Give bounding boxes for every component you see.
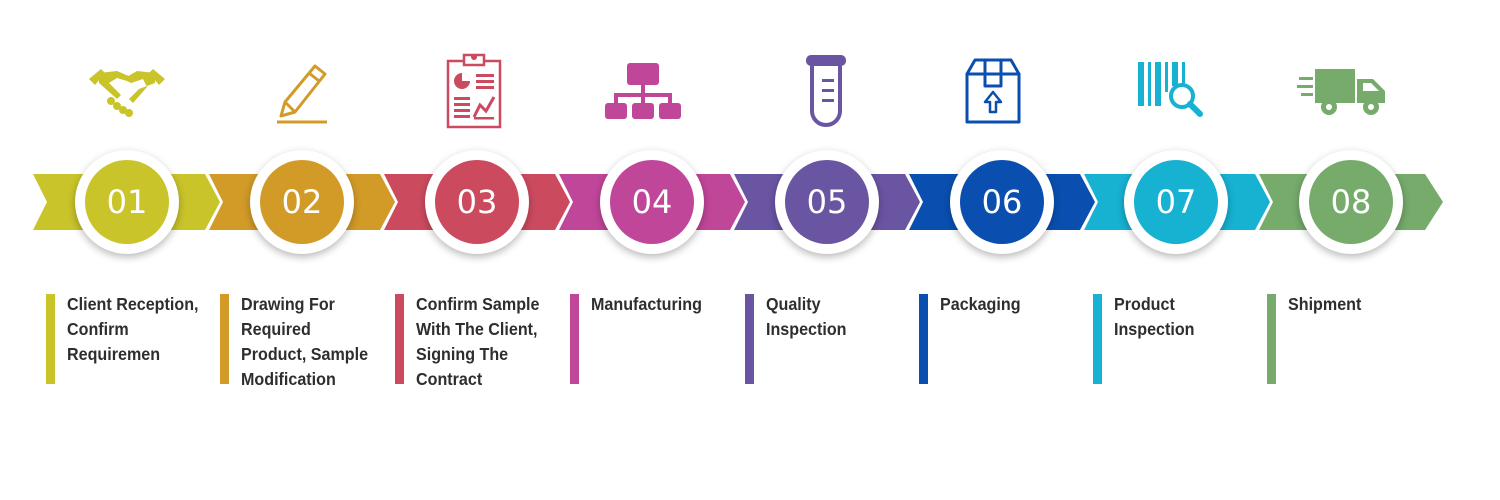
step-1-number: 01 — [85, 160, 169, 244]
step-5-label-block: Quality Inspection — [745, 292, 895, 384]
step-1-accent-bar — [46, 294, 55, 384]
step-3-badge: 03 — [425, 150, 529, 254]
step-8-accent-bar — [1267, 294, 1276, 384]
step-3-number: 03 — [435, 160, 519, 244]
test-tube-icon — [776, 48, 876, 134]
step-3-accent-bar — [395, 294, 404, 384]
package-box-icon — [943, 48, 1043, 134]
step-2-label-block: Drawing For Required Product, Sample Mod… — [220, 292, 370, 389]
step-7-badge: 07 — [1124, 150, 1228, 254]
delivery-truck-icon — [1293, 48, 1393, 134]
step-2-accent-bar — [220, 294, 229, 384]
step-4-accent-bar — [570, 294, 579, 384]
step-3-label-block: Confirm Sample With The Client, Signing … — [395, 292, 545, 389]
step-1-badge: 01 — [75, 150, 179, 254]
step-6-label: Packaging — [940, 294, 1021, 314]
step-2-label: Drawing For Required Product, Sample Mod… — [241, 294, 369, 389]
step-8-badge: 08 — [1299, 150, 1403, 254]
step-3-label: Confirm Sample With The Client, Signing … — [416, 294, 540, 389]
step-6-badge: 06 — [950, 150, 1054, 254]
step-7-number: 07 — [1134, 160, 1218, 244]
clipboard-report-icon — [424, 48, 524, 134]
step-7-label: Product Inspection — [1114, 294, 1195, 339]
step-5-accent-bar — [745, 294, 754, 384]
step-8-number: 08 — [1309, 160, 1393, 244]
step-2-number: 02 — [260, 160, 344, 244]
step-8-label: Shipment — [1288, 294, 1362, 314]
pencil-icon — [253, 48, 353, 134]
step-4-label: Manufacturing — [591, 294, 702, 314]
barcode-search-icon — [1118, 48, 1218, 134]
step-8-label-block: Shipment — [1267, 292, 1417, 384]
step-4-badge: 04 — [600, 150, 704, 254]
step-1-label: Client Reception, Confirm Requiremen — [67, 294, 199, 364]
step-5-label: Quality Inspection — [766, 294, 847, 339]
step-4-number: 04 — [610, 160, 694, 244]
step-5-badge: 05 — [775, 150, 879, 254]
step-7-label-block: Product Inspection — [1093, 292, 1243, 384]
step-1-label-block: Client Reception, Confirm Requiremen — [46, 292, 199, 384]
step-6-label-block: Packaging — [919, 292, 1069, 384]
step-6-accent-bar — [919, 294, 928, 384]
step-2-badge: 02 — [250, 150, 354, 254]
org-chart-icon — [593, 48, 693, 134]
step-7-accent-bar — [1093, 294, 1102, 384]
step-6-number: 06 — [960, 160, 1044, 244]
step-4-label-block: Manufacturing — [570, 292, 720, 384]
handshake-icon — [77, 48, 177, 134]
step-5-number: 05 — [785, 160, 869, 244]
